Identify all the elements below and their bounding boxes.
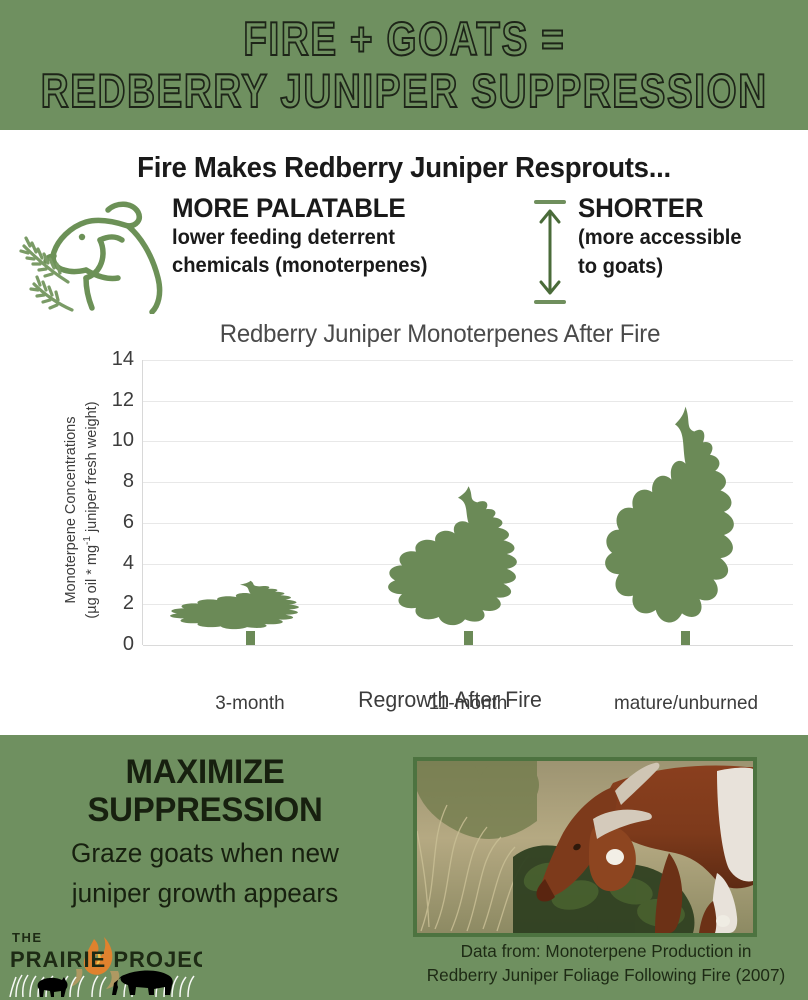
section-subheading: Fire Makes Redberry Juniper Resprouts...	[137, 152, 671, 184]
cta-title-line-1: MAXIMIZE	[125, 753, 285, 791]
logo-prairie-project-text: PRAIRIE PROJECT	[10, 947, 202, 972]
chart-y-tick-label: 4	[122, 551, 134, 574]
fact-shorter: SHORTER (more accessible to goats)	[578, 193, 804, 280]
fact-detail-shorter-line-2: to goats)	[578, 254, 664, 278]
chart-x-tick-label: 3-month	[215, 692, 285, 714]
header-title-line-2: REDBERRY JUNIPER SUPPRESSION	[40, 64, 768, 117]
chart-y-tick-label: 2	[122, 592, 134, 615]
goat-head-browsing-juniper-icon	[12, 196, 170, 315]
fact-title-more-palatable: MORE PALATABLE	[172, 193, 406, 223]
fact-detail-shorter-line-1: (more accessible	[578, 226, 742, 250]
leaf-bar-stem	[463, 631, 473, 645]
data-source-citation: Data from: Monoterpene Production in Red…	[412, 940, 800, 987]
leaf-bar-shape	[387, 486, 517, 626]
logo-the-text: THE	[12, 930, 43, 945]
citation-line-2: Redberry Juniper Foliage Following Fire …	[426, 964, 786, 985]
fact-detail-more-palatable-line-1: lower feeding deterrent	[172, 226, 395, 250]
leaf-bar-stem	[681, 631, 691, 645]
cta-subtext-line-1: Graze goats when new	[71, 837, 339, 868]
call-to-action-block: MAXIMIZE SUPPRESSION Graze goats when ne…	[10, 753, 400, 910]
fact-row: MORE PALATABLE lower feeding deterrent c…	[0, 192, 808, 315]
fact-title-shorter: SHORTER	[578, 193, 704, 223]
leaf-bar-shape	[169, 580, 299, 630]
header-banner: FIRE + GOATS = REDBERRY JUNIPER SUPPRESS…	[0, 0, 808, 130]
chart-x-axis-label: Regrowth After Fire	[358, 687, 542, 712]
prairie-project-logo: THE PRAIRIE PROJECT	[6, 925, 223, 998]
chart-y-axis-label-line-1: Monoterpene Concentrations	[62, 416, 79, 604]
chart-title: Redberry Juniper Monoterpenes After Fire	[219, 320, 661, 348]
chart-gridline: 0	[123, 633, 793, 655]
fact-more-palatable: MORE PALATABLE lower feeding deterrent c…	[172, 193, 508, 279]
cta-title-line-2: SUPPRESSION	[87, 791, 323, 830]
monoterpene-bar-chart: Redberry Juniper Monoterpenes After Fire…	[0, 320, 808, 735]
chart-bar	[598, 403, 773, 645]
chart-y-axis-label: Monoterpene Concentrations (µg oil * mg-…	[62, 370, 102, 650]
chart-y-axis-line	[142, 360, 143, 645]
chart-gridline: 8	[123, 470, 793, 492]
chart-gridline: 10	[112, 429, 793, 451]
chart-y-tick-label: 0	[122, 633, 134, 656]
leaf-bar-shape	[605, 406, 735, 623]
chart-y-tick-label: 10	[111, 429, 134, 452]
chart-x-tick-label: 11-month	[428, 692, 508, 714]
chart-y-tick-label: 12	[111, 388, 134, 411]
goat-silhouette	[37, 977, 68, 997]
goat-browsing-photo	[413, 757, 757, 937]
fact-detail-more-palatable-line-2: chemicals (monoterpenes)	[172, 254, 428, 278]
chart-x-tick-label: mature/unburned	[613, 692, 758, 714]
chart-y-tick-label: 8	[122, 470, 134, 493]
citation-line-1: Data from: Monoterpene Production in	[460, 941, 752, 961]
chart-y-tick-label: 6	[122, 510, 134, 533]
chart-y-axis-label-line-2: (µg oil * mg-1 juniper fresh weight)	[82, 401, 100, 619]
leaf-bar-stem	[245, 631, 255, 645]
chart-y-tick-label: 14	[111, 348, 134, 371]
chart-plot-area: 0 2 4 6 8 10 12 14 3-month 11-month mature/unburne…	[112, 348, 793, 714]
chart-bar	[163, 580, 338, 645]
chart-gridline: 14	[112, 348, 793, 370]
cta-subtext-line-2: juniper growth appears	[71, 877, 339, 908]
main-content-area: Fire Makes Redberry Juniper Resprouts...	[0, 130, 808, 735]
chart-gridline: 12	[112, 389, 793, 411]
chart-bar	[381, 484, 556, 645]
vertical-double-arrow-height-icon	[528, 196, 572, 308]
header-title-line-1: FIRE + GOATS =	[242, 12, 566, 66]
cow-silhouette	[120, 970, 173, 995]
